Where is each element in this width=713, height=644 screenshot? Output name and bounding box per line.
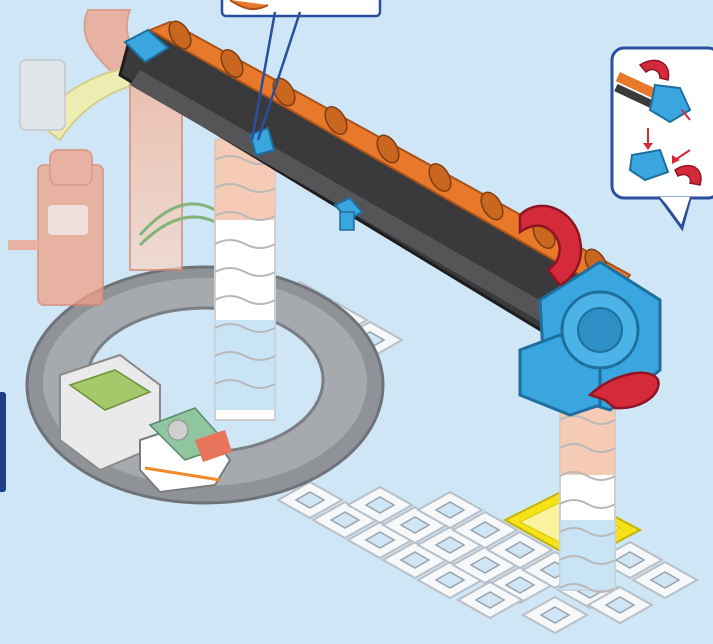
support-column-right [560, 405, 615, 592]
crank-tower-ghost [8, 150, 103, 305]
center-tower [215, 128, 275, 420]
assembly-detail-callout [612, 48, 713, 228]
